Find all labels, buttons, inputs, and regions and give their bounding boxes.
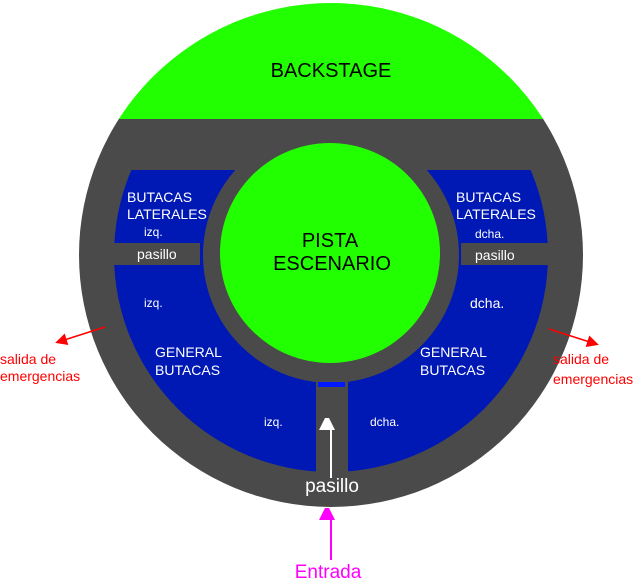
general-right-side-bottom: dcha. [370, 415, 399, 429]
general-right-label-2: BUTACAS [420, 362, 485, 378]
aisle-right-label: pasillo [475, 247, 515, 263]
stage-label-1: PISTA [302, 230, 359, 252]
general-left-label-1: GENERAL [155, 344, 222, 360]
exit-right-label-2: emergencias [553, 371, 633, 387]
exit-right-label-1: salida de [553, 351, 609, 367]
exit-right-arrow-icon [548, 328, 599, 347]
lateral-right-label-2: LATERALES [456, 206, 536, 222]
entrance-label: Entrada [295, 562, 362, 579]
stage-area [220, 143, 440, 363]
aisle-left-label: pasillo [137, 246, 177, 262]
exit-left-label-1: salida de [0, 351, 56, 367]
center-aisle-marker [318, 382, 345, 387]
aisle-right [461, 243, 553, 265]
lateral-left-side: izq. [144, 225, 163, 239]
backstage-label: BACKSTAGE [271, 60, 392, 82]
stage-label-2: ESCENARIO [273, 253, 391, 275]
lateral-left-label-2: LATERALES [127, 206, 207, 222]
general-left-side-bottom: izq. [264, 415, 283, 429]
lateral-right-label-1: BUTACAS [456, 189, 521, 205]
exit-left-arrow-icon [55, 326, 106, 345]
seating-area [114, 170, 548, 472]
lateral-right-side: dcha. [475, 227, 504, 241]
backstage-area [118, 3, 544, 119]
general-left-side-top: izq. [144, 296, 163, 310]
general-left-label-2: BUTACAS [155, 362, 220, 378]
center-aisle-label: pasillo [305, 476, 359, 497]
exit-left-label-2: emergencias [0, 368, 80, 384]
general-right-side-top: dcha. [470, 295, 504, 311]
lateral-left-label-1: BUTACAS [127, 189, 192, 205]
aisle-left [108, 243, 200, 265]
general-right-label-1: GENERAL [420, 344, 487, 360]
